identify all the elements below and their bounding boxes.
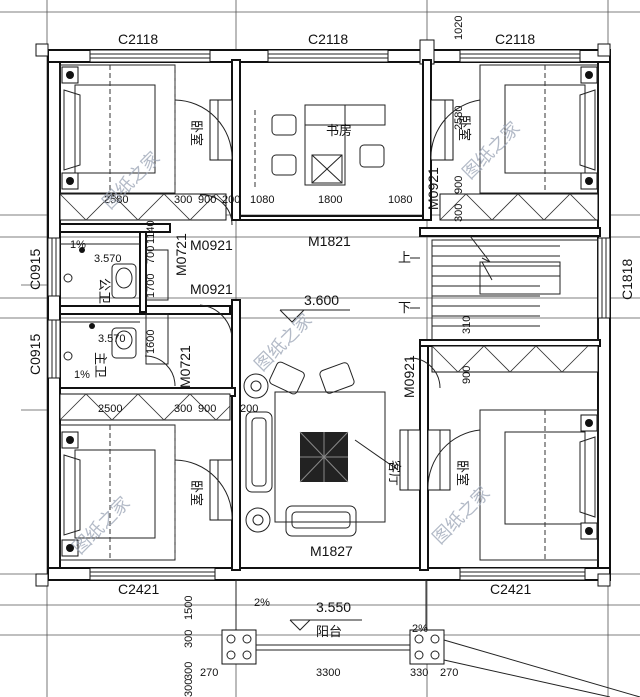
room-label-bath-upper: 公卫: [97, 278, 112, 304]
window-label-top-left: C2118: [118, 31, 158, 47]
dim-300b: 300: [453, 204, 465, 222]
dim-900b: 900: [453, 176, 465, 194]
room-label-living: 客厅: [387, 460, 402, 486]
dim-270a: 270: [200, 667, 218, 679]
dim-900c: 900: [461, 366, 473, 384]
slope-balcony-right: 2%: [412, 623, 428, 635]
living-furniture: [243, 361, 399, 537]
room-label-bath-lower: 主卫: [93, 352, 108, 378]
dim-330: 330: [410, 667, 428, 679]
dim-300d: 300: [183, 630, 195, 648]
room-label-stair-up: 上: [398, 250, 411, 265]
window-label-bottom-left: C2421: [118, 581, 159, 597]
door-label-living: M1827: [310, 543, 353, 559]
door-label-bath2: M0921: [190, 281, 233, 297]
window-label-left-lower: C0915: [27, 334, 43, 375]
dim-1600: 1600: [145, 330, 157, 354]
bed-top-right: [479, 64, 599, 194]
level-floor: 3.600: [304, 292, 339, 308]
slope-bath-lower: 1%: [74, 369, 90, 381]
bathroom-fixtures: [60, 243, 169, 365]
bed-top-left: [59, 64, 176, 194]
bed-bottom-right: [479, 409, 599, 561]
bedroom-doors: [144, 99, 481, 521]
dim-900d: 900: [198, 403, 216, 415]
balcony: [221, 579, 640, 697]
bed-bottom-left: [59, 424, 176, 561]
dim-1020: 1020: [453, 16, 465, 40]
dim-300a: 300: [174, 194, 192, 206]
dim-1800: 1800: [318, 194, 342, 206]
top-windows: [47, 49, 611, 581]
dim-300c: 300: [174, 403, 192, 415]
room-label-bed-tl: 卧室: [189, 120, 204, 146]
dim-270b: 270: [440, 667, 458, 679]
dim-300f: 300: [183, 679, 195, 697]
dim-200b: 200: [240, 403, 258, 415]
stair: [410, 235, 599, 341]
level-balcony: 3.550: [316, 599, 351, 615]
door-label-bath-side2: M0721: [177, 345, 193, 388]
window-labels: C2118 C2118 C2118 C2421 C2421 C0915 C091…: [27, 31, 635, 597]
window-label-bottom-right: C2421: [490, 581, 531, 597]
door-label-bath1: M0921: [190, 237, 233, 253]
dim-900a: 900: [198, 194, 216, 206]
window-label-left-upper: C0915: [27, 249, 43, 290]
dim-1080b: 1080: [388, 194, 412, 206]
watermark-4: 图纸之家: [69, 493, 135, 559]
dim-300e: 300: [183, 662, 195, 680]
room-label-bed-bl: 卧室: [189, 480, 204, 506]
window-label-top-mid: C2118: [308, 31, 348, 47]
slope-bath-upper: 1%: [70, 239, 86, 251]
room-label-stair-down: 下: [398, 300, 411, 315]
room-label-balcony: 阳台: [316, 624, 342, 639]
door-label-study: M1821: [308, 233, 351, 249]
door-label-bed-tr: M0921: [425, 167, 441, 210]
dim-200a: 200: [222, 194, 240, 206]
window-label-top-right: C2118: [495, 31, 535, 47]
room-label-bed-br: 卧室: [455, 460, 470, 486]
dim-3300: 3300: [316, 667, 340, 679]
door-labels: M1821 M1827 M0921 M0921 M0721 M0721 M092…: [173, 167, 441, 559]
window-bay-strips: [59, 193, 599, 421]
room-label-bed-tr: 卧室: [457, 115, 472, 141]
dim-1140: 1140: [145, 220, 157, 244]
room-labels: 书房 卧室 卧室 卧室 卧室 公卫 主卫 客厅 阳台 上 下: [93, 115, 472, 639]
dimension-labels: 1020 2580 300 900 200 1080 1800 1080 258…: [98, 16, 473, 697]
watermark-3: 图纸之家: [251, 310, 317, 376]
dim-2580: 2580: [104, 194, 128, 206]
door-label-bath-side1: M0721: [173, 233, 189, 276]
window-label-right-stair: C1818: [619, 259, 635, 300]
level-bath-lower: 3.570: [98, 333, 126, 345]
dim-2500: 2500: [98, 403, 122, 415]
dim-1080a: 1080: [250, 194, 274, 206]
slope-balcony-left: 2%: [254, 597, 270, 609]
room-label-study: 书房: [326, 123, 352, 138]
watermark-5: 图纸之家: [429, 483, 495, 549]
level-markers: [279, 309, 362, 631]
study-furniture: [254, 104, 386, 190]
level-bath-upper: 3.570: [94, 253, 122, 265]
dim-1700: 1700: [145, 274, 157, 298]
dim-700: 700: [145, 246, 157, 264]
door-label-bed-br: M0921: [401, 355, 417, 398]
dim-310: 310: [461, 316, 473, 334]
dim-1500: 1500: [183, 596, 195, 620]
level-labels: 3.600 3.550 3.570 3.570 1% 1% 2% 2%: [70, 239, 428, 635]
dim-2580b: 2580: [453, 106, 465, 130]
stair-landing: [479, 261, 561, 295]
